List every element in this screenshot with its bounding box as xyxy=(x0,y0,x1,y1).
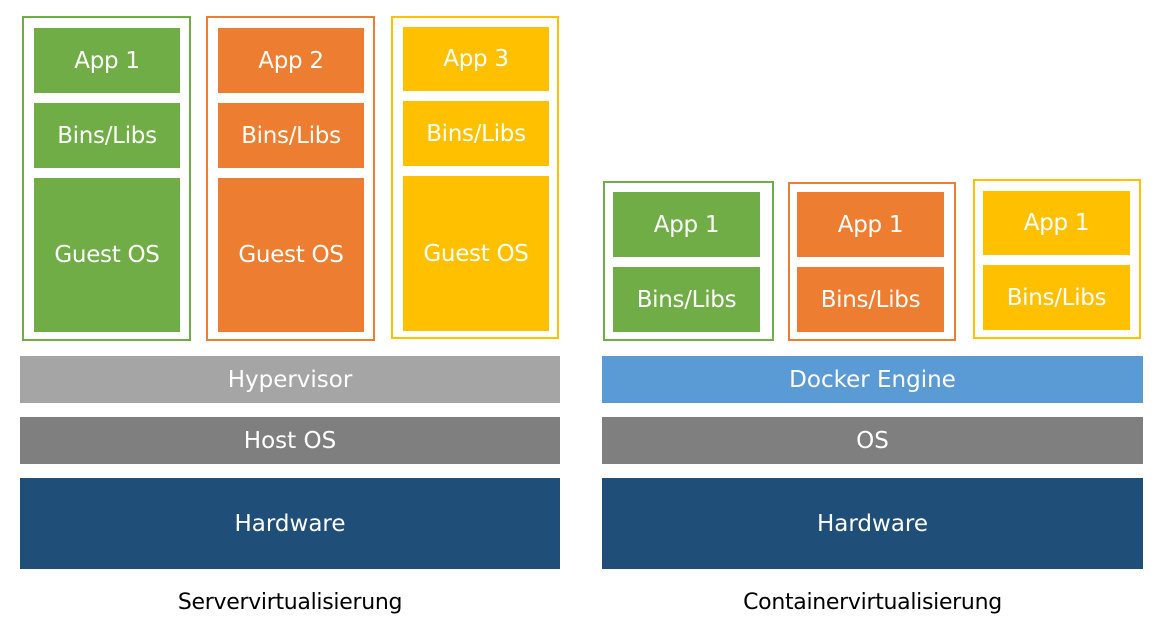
container-virtualization-caption: Containervirtualisierung xyxy=(743,590,1002,615)
vm-2-bins-libs: Bins/Libs xyxy=(218,103,364,168)
host-os-layer: Host OS xyxy=(20,417,560,464)
vm-2-guest-os: Guest OS xyxy=(218,178,364,332)
vm-1-bins-libs: Bins/Libs xyxy=(34,103,180,168)
vm-1-app: App 1 xyxy=(34,28,180,93)
container-2-bins-libs: Bins/Libs xyxy=(797,267,944,332)
container-3-bins-libs: Bins/Libs xyxy=(983,265,1130,330)
hardware-layer-left: Hardware xyxy=(20,478,560,569)
hypervisor-layer: Hypervisor xyxy=(20,356,560,403)
os-layer: OS xyxy=(602,417,1143,464)
container-3-app: App 1 xyxy=(983,191,1130,255)
vm-3-bins-libs: Bins/Libs xyxy=(403,101,549,166)
hardware-layer-right: Hardware xyxy=(602,478,1143,569)
server-virtualization-caption: Servervirtualisierung xyxy=(177,590,403,615)
container-1-bins-libs: Bins/Libs xyxy=(613,267,760,332)
vm-1-guest-os: Guest OS xyxy=(34,178,180,332)
vm-2-app: App 2 xyxy=(218,28,364,93)
vm-3-guest-os: Guest OS xyxy=(403,176,549,331)
vm-3-app: App 3 xyxy=(403,27,549,91)
docker-engine-layer: Docker Engine xyxy=(602,356,1143,403)
container-1-app: App 1 xyxy=(613,192,760,257)
container-2-app: App 1 xyxy=(797,192,944,257)
